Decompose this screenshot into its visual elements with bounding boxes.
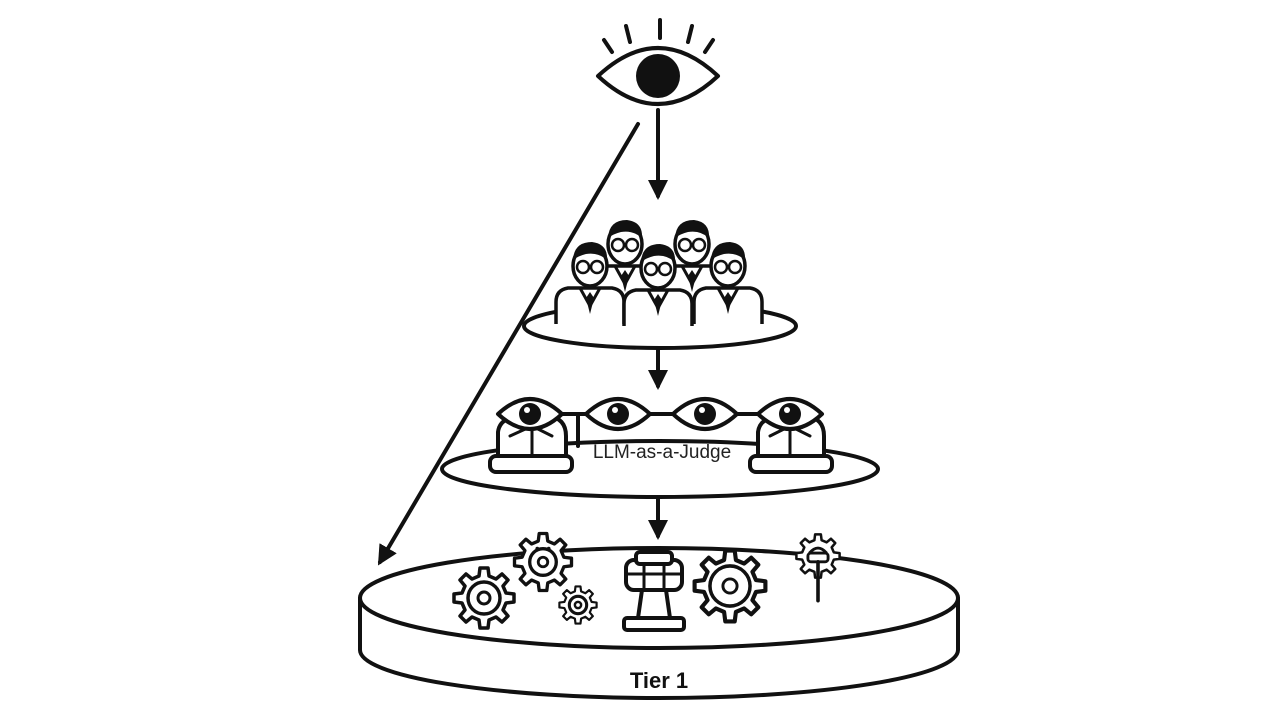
judge-tier-label: LLM-as-a-Judge bbox=[593, 442, 731, 463]
human-panel-tier bbox=[522, 218, 798, 350]
overseer-eye-icon bbox=[596, 18, 720, 106]
valve-gear-icon bbox=[795, 533, 841, 603]
people-icon bbox=[554, 218, 764, 328]
left-judge-stand bbox=[488, 414, 574, 474]
gear-icon bbox=[512, 531, 574, 593]
edge-overseer-to-tier-1 bbox=[377, 122, 640, 566]
tier-1-label: Tier 1 bbox=[630, 668, 688, 693]
robot-icon bbox=[622, 550, 686, 632]
gear-icon bbox=[452, 566, 516, 630]
gear-icon bbox=[558, 585, 598, 625]
judge-tier: LLM-as-a-Judge bbox=[440, 397, 880, 499]
judge-eyes-icon bbox=[496, 397, 824, 431]
tier-1-gears bbox=[452, 531, 841, 632]
gear-icon bbox=[695, 551, 766, 622]
